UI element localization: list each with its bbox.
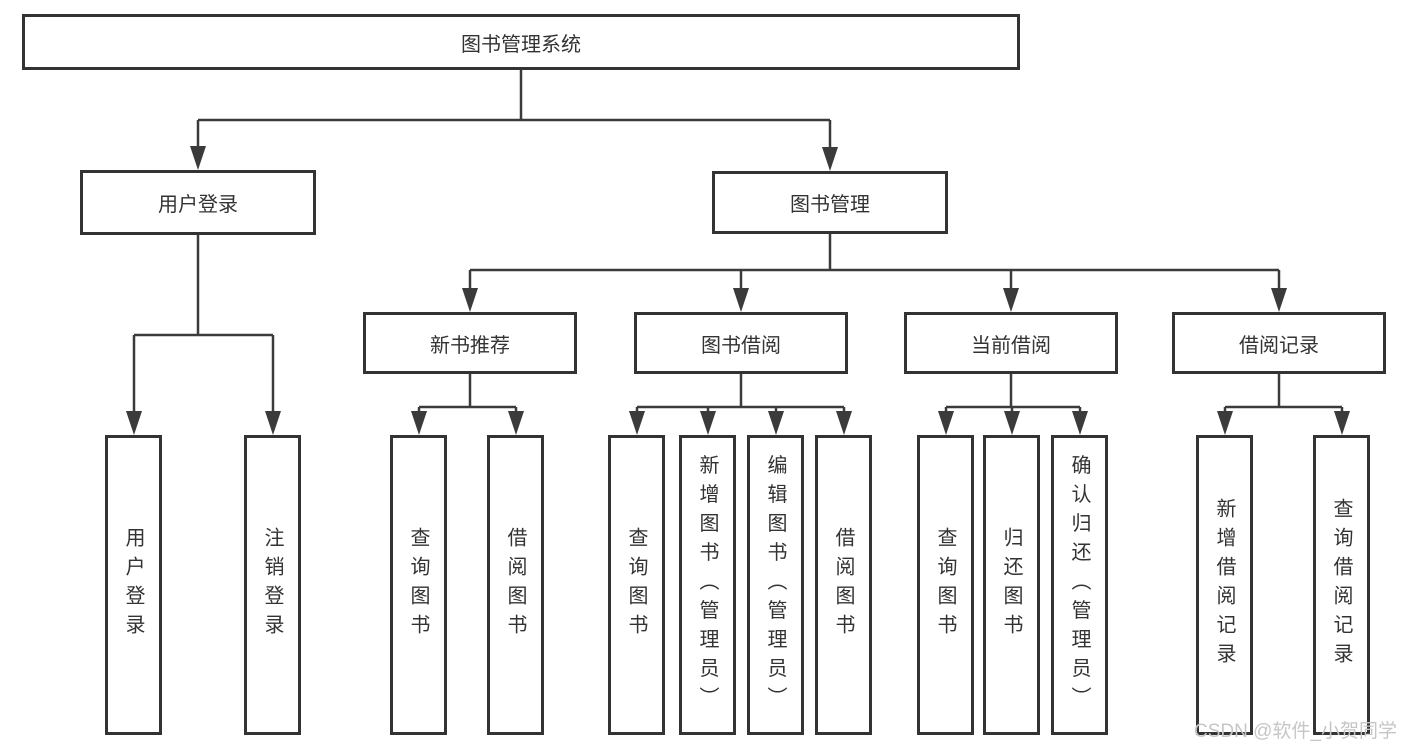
leaf-borrowing-edit-books-admin-label: 编辑图书（管理员）: [764, 454, 786, 716]
leaf-current-return-books-label: 归还图书: [1000, 527, 1022, 643]
leaf-recommend-borrow-books: 借阅图书: [487, 435, 544, 735]
node-current-borrowing: 当前借阅: [904, 312, 1118, 374]
csdn-watermark: CSDN @软件_小贺同学: [1194, 721, 1397, 742]
leaf-recommend-query-books-label: 查询图书: [407, 527, 429, 643]
node-book-borrowing: 图书借阅: [634, 312, 848, 374]
leaf-logout-label: 注销登录: [261, 527, 283, 643]
leaf-borrowing-borrow-books-label: 借阅图书: [832, 527, 854, 643]
leaf-current-query-books: 查询图书: [917, 435, 974, 735]
leaf-borrowing-add-books-admin-label: 新增图书（管理员）: [696, 454, 718, 716]
leaf-borrowing-edit-books-admin: 编辑图书（管理员）: [747, 435, 804, 735]
leaf-current-confirm-return-admin-label: 确认归还（管理员）: [1068, 454, 1090, 716]
node-borrow-records: 借阅记录: [1172, 312, 1386, 374]
leaf-recommend-query-books: 查询图书: [390, 435, 447, 735]
node-library-management-system: 图书管理系统: [22, 14, 1020, 70]
leaf-current-return-books: 归还图书: [983, 435, 1040, 735]
node-book-management: 图书管理: [712, 171, 948, 234]
leaf-borrowing-query-books-label: 查询图书: [625, 527, 647, 643]
leaf-recommend-borrow-books-label: 借阅图书: [504, 527, 526, 643]
leaf-user-login-label: 用户登录: [122, 527, 144, 643]
leaf-records-add-record: 新增借阅记录: [1196, 435, 1253, 735]
leaf-records-query-record-label: 查询借阅记录: [1330, 498, 1352, 672]
leaf-current-confirm-return-admin: 确认归还（管理员）: [1051, 435, 1108, 735]
leaf-current-query-books-label: 查询图书: [934, 527, 956, 643]
leaf-logout: 注销登录: [244, 435, 301, 735]
leaf-borrowing-add-books-admin: 新增图书（管理员）: [679, 435, 736, 735]
node-new-book-recommend: 新书推荐: [363, 312, 577, 374]
node-user-login: 用户登录: [80, 170, 316, 235]
leaf-borrowing-borrow-books: 借阅图书: [815, 435, 872, 735]
leaf-borrowing-query-books: 查询图书: [608, 435, 665, 735]
leaf-records-query-record: 查询借阅记录: [1313, 435, 1370, 735]
leaf-user-login: 用户登录: [105, 435, 162, 735]
leaf-records-add-record-label: 新增借阅记录: [1213, 498, 1235, 672]
